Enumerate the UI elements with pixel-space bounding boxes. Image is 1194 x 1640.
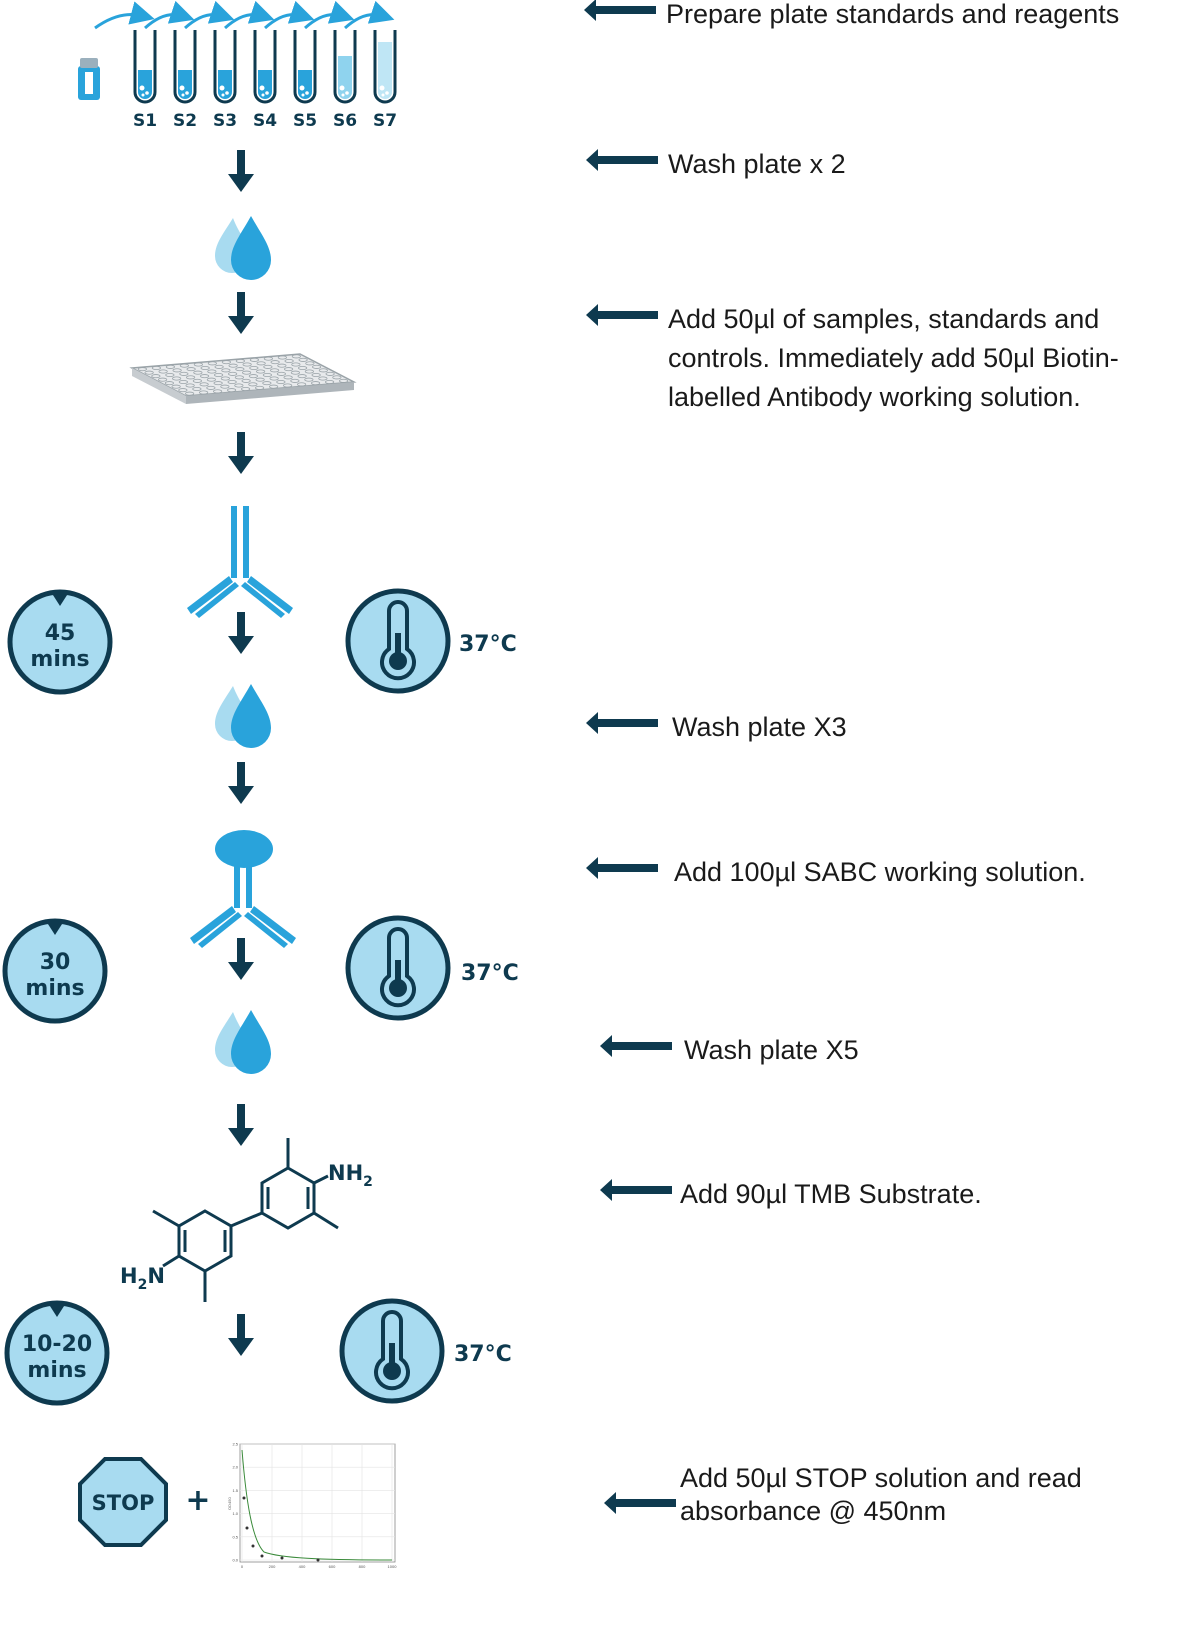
step-text: Add 50µl STOP solution and read absorban…: [680, 1463, 1082, 1526]
svg-text:mins: mins: [30, 647, 89, 672]
tube-label: S2: [173, 111, 197, 131]
transfer-arrow-icon: [183, 0, 235, 30]
x-tick-label: 800: [359, 1564, 366, 1569]
y-tick-label: 0.0: [232, 1558, 238, 1563]
step-text: Add 90µl TMB Substrate.: [680, 1179, 982, 1209]
left-arrow-icon: [586, 857, 658, 879]
wash-drops-icon: [215, 216, 271, 280]
standard-curve-chart: 0.0 0.5 1.0 1.5 2.0 2.5 0 200 400 600 800 1000 OD45…: [227, 1442, 397, 1570]
transfer-arrow-icon: [223, 0, 275, 30]
step-text: Wash plate x 2: [668, 149, 846, 179]
step-add-tmb: Add 90µl TMB Substrate.: [600, 1175, 982, 1214]
tube-label: S3: [213, 111, 237, 131]
step-text: Add 100µl SABC working solution.: [674, 857, 1086, 887]
amine-group-top: NH2: [328, 1161, 373, 1190]
stock-vial-icon: [78, 58, 100, 100]
tube-s5: S5: [293, 30, 317, 131]
step-add-sabc: Add 100µl SABC working solution.: [586, 853, 1086, 892]
tube-label: S4: [253, 111, 277, 131]
x-tick-label: 600: [329, 1564, 336, 1569]
temperature-label: 37°C: [461, 961, 519, 986]
thermometer-icon: [348, 591, 448, 691]
tube-label: S1: [133, 111, 157, 131]
thermometer-icon: [342, 1301, 442, 1401]
left-arrow-icon: [604, 1492, 676, 1514]
y-tick-label: 2.0: [232, 1465, 238, 1470]
step-wash-5: Wash plate X5: [600, 1031, 859, 1070]
plus-sign: +: [185, 1483, 210, 1518]
left-arrow-icon: [586, 712, 658, 734]
temperature-label: 37°C: [454, 1342, 512, 1367]
y-tick-label: 2.5: [232, 1442, 238, 1447]
step-text: Add 50µl of samples, standards and contr…: [668, 304, 1119, 412]
stop-sign-icon: STOP: [78, 1457, 168, 1547]
thermometer-icon: [348, 918, 448, 1018]
step-text: Wash plate X3: [672, 712, 847, 742]
transfer-arrow-icon: [343, 0, 395, 30]
x-tick-label: 1000: [388, 1564, 398, 1569]
tube-s1: S1: [133, 30, 157, 131]
timer-icon: 30 mins: [5, 921, 105, 1021]
wash-drops-icon: [215, 1010, 271, 1074]
step-wash-2: Wash plate x 2: [586, 145, 846, 184]
tube-s3: S3: [213, 30, 237, 131]
tube-s7: S7: [373, 30, 397, 131]
amine-group-bottom: H2N: [120, 1264, 165, 1293]
standard-tubes: S1 S2 S3 S4 S5 S6 S7: [94, 0, 397, 131]
down-arrow-icon: [228, 150, 254, 192]
down-arrow-icon: [228, 1314, 254, 1356]
transfer-arrow-icon: [143, 0, 195, 30]
transfer-arrow-icon: [263, 0, 315, 30]
step-prepare: Prepare plate standards and reagents: [584, 0, 1119, 34]
x-tick-label: 0: [241, 1564, 244, 1569]
step-add-samples: Add 50µl of samples, standards and contr…: [586, 300, 1119, 417]
y-tick-label: 0.5: [232, 1534, 238, 1539]
y-tick-label: 1.0: [232, 1511, 238, 1516]
y-tick-label: 1.5: [232, 1488, 238, 1493]
svg-text:mins: mins: [25, 976, 84, 1001]
down-arrow-icon: [228, 432, 254, 474]
left-arrow-icon: [586, 149, 658, 171]
left-arrow-icon: [584, 0, 656, 21]
x-tick-label: 400: [299, 1564, 306, 1569]
step-text: Wash plate X5: [684, 1035, 859, 1065]
temperature-label: 37°C: [459, 632, 517, 657]
antibody-icon: [187, 506, 293, 618]
left-arrow-icon: [600, 1179, 672, 1201]
timer-icon: 45 mins: [10, 592, 110, 692]
tube-s6: S6: [333, 30, 357, 131]
svg-text:45: 45: [45, 621, 76, 646]
down-arrow-icon: [228, 292, 254, 334]
transfer-arrow-icon: [94, 1, 155, 30]
timer-icon: 10-20 mins: [7, 1303, 107, 1403]
tube-label: S7: [373, 111, 397, 131]
tube-s2: S2: [173, 30, 197, 131]
tube-s4: S4: [253, 30, 277, 131]
tube-label: S5: [293, 111, 317, 131]
step-stop-read: Add 50µl STOP solution and read absorban…: [604, 1462, 1082, 1528]
tube-label: S6: [333, 111, 357, 131]
down-arrow-icon: [228, 762, 254, 804]
down-arrow-icon: [228, 1104, 254, 1146]
sabc-antibody-icon: [190, 830, 296, 948]
transfer-arrow-icon: [303, 0, 355, 30]
svg-text:STOP: STOP: [92, 1491, 155, 1515]
svg-text:10-20: 10-20: [22, 1332, 92, 1357]
down-arrow-icon: [228, 938, 254, 980]
left-arrow-icon: [586, 304, 658, 326]
wash-drops-icon: [215, 684, 271, 748]
tmb-structure-icon: [152, 1138, 339, 1302]
step-text: Prepare plate standards and reagents: [666, 0, 1120, 29]
left-arrow-icon: [600, 1035, 672, 1057]
svg-text:30: 30: [40, 950, 71, 975]
x-tick-label: 200: [269, 1564, 276, 1569]
step-wash-3: Wash plate X3: [586, 708, 847, 747]
down-arrow-icon: [228, 612, 254, 654]
svg-text:OD450: OD450: [227, 1497, 232, 1510]
microplate-icon: [129, 353, 357, 404]
svg-text:mins: mins: [27, 1358, 86, 1383]
